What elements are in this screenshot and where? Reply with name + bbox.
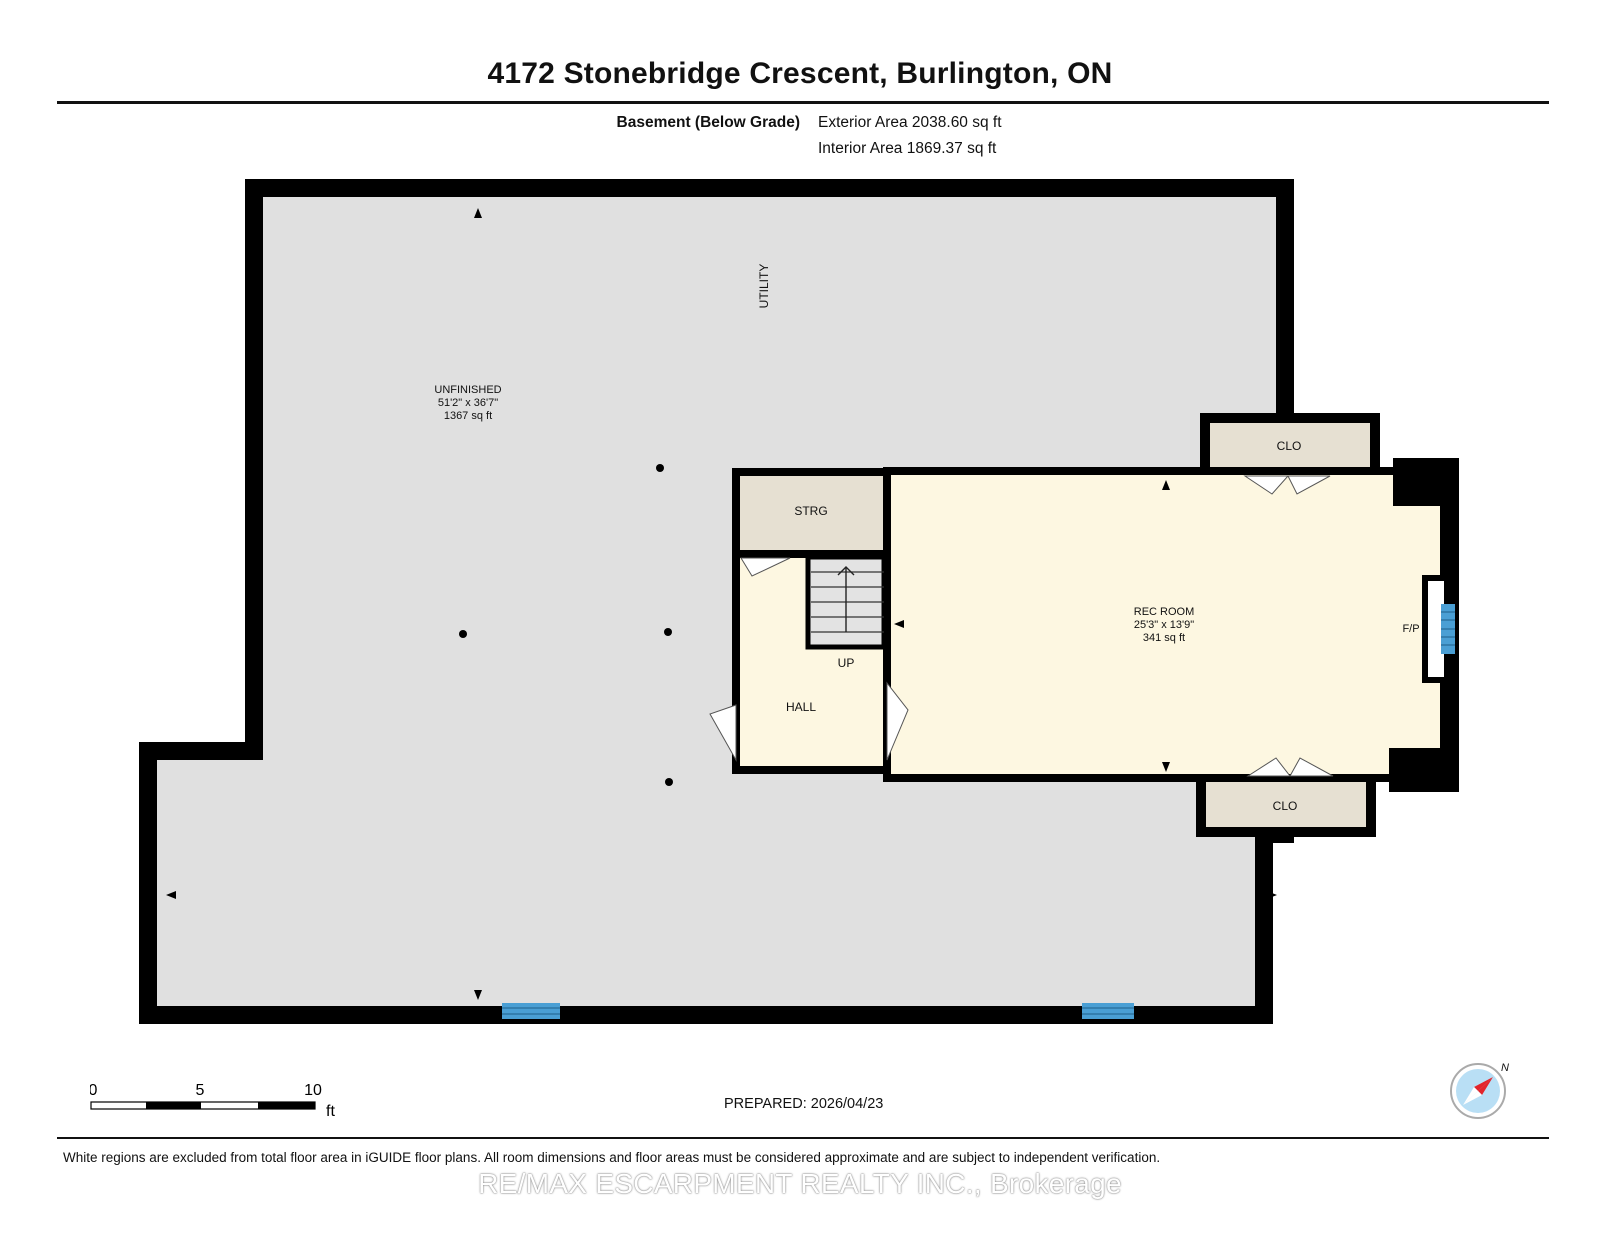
compass-icon: N: [1450, 1062, 1509, 1119]
closet-top: [1200, 413, 1380, 479]
rec-room-name: REC ROOM: [1134, 606, 1195, 618]
stair-arrow: [837, 566, 855, 632]
support-posts: [459, 464, 673, 786]
plan-title: 4172 Stonebridge Crescent, Burlington, O…: [487, 57, 1113, 90]
window-bottom-right: [1082, 1003, 1134, 1019]
utility-label: UTILITY: [757, 264, 771, 309]
disclaimer-text: White regions are excluded from total fl…: [63, 1150, 1161, 1165]
stair-treads: [811, 571, 884, 633]
rec-room-dims: 25'3" x 13'9": [1134, 619, 1194, 631]
unfinished-area-label: 1367 sq ft: [444, 410, 492, 422]
interior-area: Interior Area 1869.37 sq ft: [818, 140, 997, 157]
up-label: UP: [838, 656, 855, 670]
brokerage-watermark: RE/MAX ESCARPMENT REALTY INC., Brokerage: [478, 1168, 1122, 1199]
unfinished-name: UNFINISHED: [434, 384, 501, 396]
title-divider: [57, 101, 1549, 104]
unfinished-area: [139, 179, 1294, 1024]
compass-n-label: N: [1501, 1062, 1509, 1074]
prepared-date: PREPARED: 2026/04/23: [724, 1096, 884, 1112]
door-swings: [709, 475, 1334, 777]
closet-top-label: CLO: [1277, 439, 1302, 453]
fireplace-label: F/P: [1402, 623, 1419, 635]
rec-room-area: 341 sq ft: [1143, 632, 1185, 644]
closet-bottom-label: CLO: [1273, 799, 1298, 813]
dimension-markers: [166, 208, 1277, 1000]
storage-room: [732, 468, 891, 558]
scale-unit: ft: [326, 1103, 335, 1120]
floor-name: Basement (Below Grade): [616, 114, 800, 131]
window-bottom-left: [502, 1003, 560, 1019]
strg-label: STRG: [794, 504, 827, 518]
exterior-area: Exterior Area 2038.60 sq ft: [818, 114, 1002, 131]
scale-label-5: 5: [196, 1082, 205, 1099]
unfinished-dims: 51'2" x 36'7": [438, 397, 498, 409]
scale-label-0: 0: [90, 1082, 98, 1099]
closet-bottom: [1196, 771, 1376, 837]
scale-label-10: 10: [304, 1082, 322, 1099]
footer-divider: [57, 1137, 1549, 1139]
hall-label: HALL: [786, 700, 816, 714]
scale-bar: 0 5 10 ft: [90, 1082, 335, 1120]
